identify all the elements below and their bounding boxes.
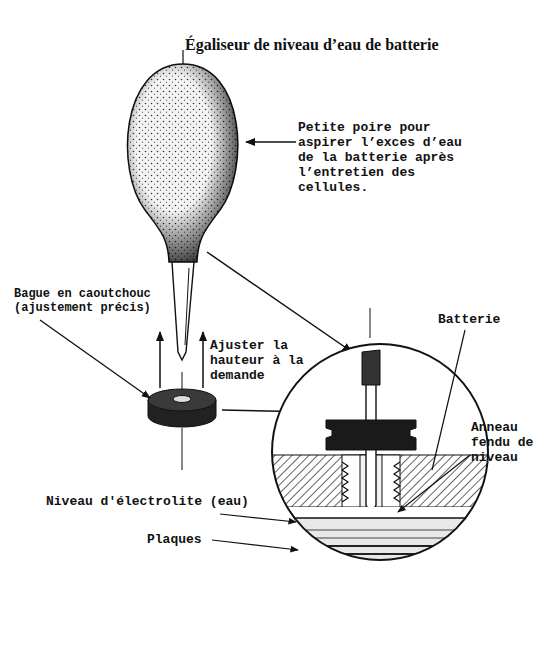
leader-arrow <box>220 514 296 522</box>
ring-hole <box>173 396 191 403</box>
rubber-ring <box>148 389 216 427</box>
battery-lid <box>270 455 492 507</box>
plate-line <box>270 530 492 531</box>
inset-circle <box>272 344 488 560</box>
part-label: Anneau fendu de niveau <box>471 420 549 465</box>
axis-line <box>370 308 371 338</box>
electrolyte-line <box>270 517 492 519</box>
plate-line <box>270 545 492 547</box>
part-label: Batterie <box>438 312 538 327</box>
ring-top <box>148 389 216 411</box>
rubber-bulb <box>127 64 237 360</box>
leader-arrow <box>40 320 150 398</box>
axis-line <box>182 372 183 390</box>
diagram-title: Égaliseur de niveau d’eau de batterie <box>185 36 438 54</box>
section-bg <box>270 340 492 564</box>
part-label: Plaques <box>147 532 247 547</box>
part-label: Niveau d'électrolite (eau) <box>46 494 276 509</box>
battery-section <box>270 340 492 568</box>
adjust-arrow <box>202 332 204 388</box>
instruction-text: Ajuster la hauteur à la demande <box>210 338 310 383</box>
leader-arrow <box>246 141 296 143</box>
leader-arrow <box>212 540 298 550</box>
rubber-cap <box>326 420 416 450</box>
leader-line <box>432 330 465 470</box>
callout-text: Petite poire pour aspirer l’exces d’eau … <box>298 120 463 195</box>
plate-line <box>270 553 492 555</box>
plate-line <box>270 538 492 539</box>
adjust-arrow <box>159 332 161 388</box>
bulb-shading <box>127 64 237 262</box>
tube-highlight <box>185 268 189 345</box>
leader-arrow <box>207 252 352 352</box>
bulb-body <box>127 64 237 262</box>
axis-line <box>182 428 183 470</box>
bulb-neck <box>362 350 380 385</box>
leader-arrow <box>398 455 470 512</box>
leader-line <box>182 50 183 64</box>
part-label: Bague en caoutchouc (ajustement précis) <box>14 287 164 315</box>
glass-tube <box>172 262 194 360</box>
